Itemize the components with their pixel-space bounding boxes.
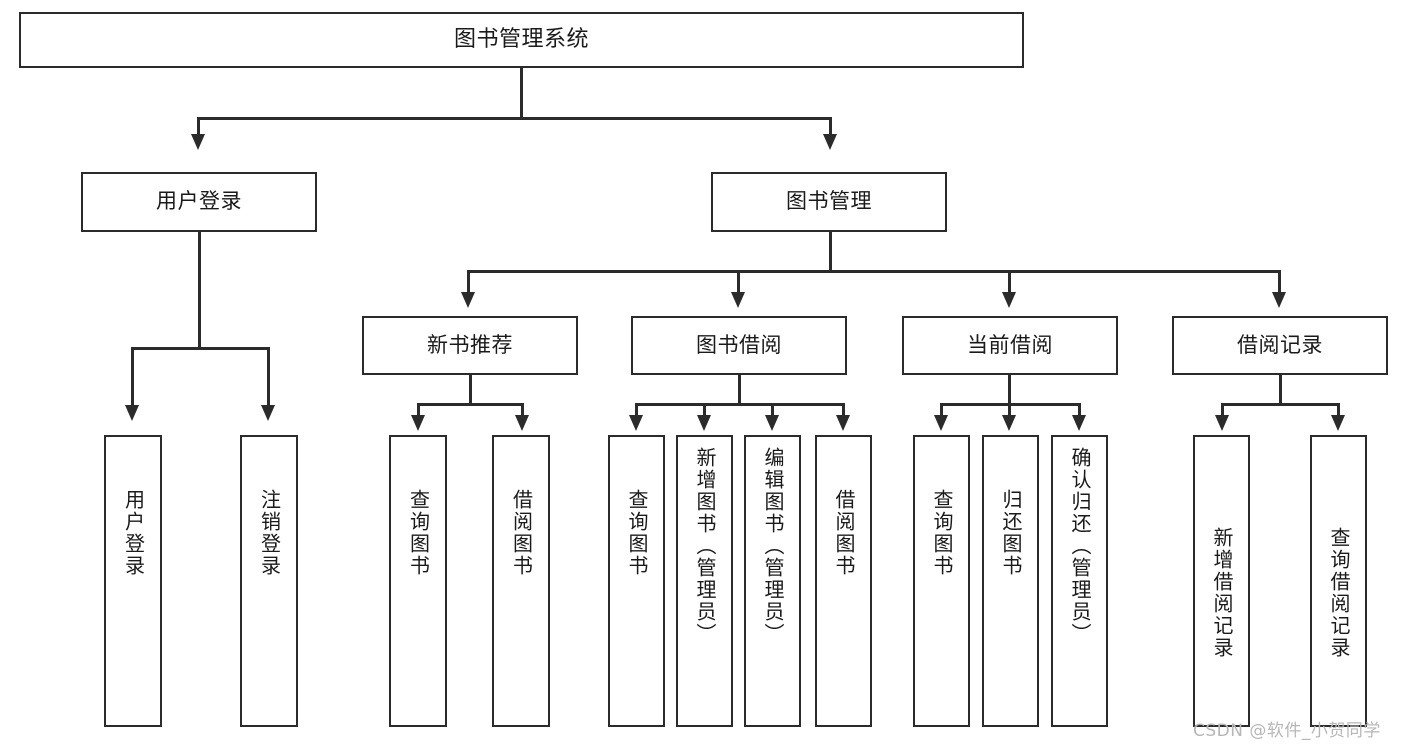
connector-bookmgmt-to-current — [1008, 270, 1011, 296]
connector-borrowrecord-to-leaf1 — [1221, 403, 1224, 419]
node-label: 查询图书 — [930, 489, 954, 577]
connector-root-to-bookmgmt — [829, 117, 832, 139]
node-label: 编辑图书（管理员） — [761, 447, 785, 645]
connector-bookmgmt-to-borrow — [737, 270, 740, 296]
connector-bookmgmt-to-record — [1278, 270, 1281, 296]
arrowhead-bookmgmt-borrow — [731, 292, 745, 308]
leaf-newbook-query-book[interactable]: 查询图书 — [389, 435, 447, 727]
node-label: 归还图书 — [999, 489, 1023, 577]
watermark-text: CSDN @软件_小贺同学 — [1193, 721, 1381, 741]
arrowhead-bookborrow-leaf1 — [629, 415, 643, 431]
node-label: 借阅图书 — [832, 489, 856, 577]
connector-currentborrow-to-leaf3 — [1078, 403, 1081, 419]
node-label: 新书推荐 — [427, 332, 513, 357]
node-label: 新增借阅记录 — [1210, 527, 1234, 659]
node-label: 新增图书（管理员） — [693, 447, 717, 645]
leaf-bookborrow-add-book-admin[interactable]: 新增图书（管理员） — [676, 435, 733, 727]
leaf-user-login-logout[interactable]: 注销登录 — [240, 435, 298, 727]
arrowhead-borrowrecord-leaf2 — [1331, 415, 1345, 431]
connector-bookmgmt-bus — [468, 270, 1280, 273]
connector-newbook-bus — [418, 403, 523, 406]
arrowhead-currentborrow-leaf2 — [1002, 415, 1016, 431]
leaf-bookborrow-edit-book-admin[interactable]: 编辑图书（管理员） — [744, 435, 801, 727]
arrowhead-currentborrow-leaf1 — [934, 415, 948, 431]
leaf-currentborrow-confirm-return-admin[interactable]: 确认归还（管理员） — [1051, 435, 1108, 727]
arrowhead-bookborrow-leaf3 — [765, 415, 779, 431]
node-label: 查询图书 — [625, 489, 649, 577]
leaf-borrowrecord-query-record[interactable]: 查询借阅记录 — [1310, 435, 1367, 727]
node-label: 查询借阅记录 — [1327, 527, 1351, 659]
connector-root-stem — [520, 68, 523, 118]
connector-currentborrow-to-leaf2 — [1008, 403, 1011, 419]
connector-root-bus — [198, 117, 832, 120]
connector-bookborrow-to-leaf3 — [771, 403, 774, 419]
arrowhead-borrowrecord-leaf1 — [1215, 415, 1229, 431]
arrowhead-newbook-leaf1 — [411, 415, 425, 431]
connector-newbook-to-leaf2 — [521, 403, 524, 419]
node-label: 当前借阅 — [967, 332, 1053, 357]
arrowhead-bookborrow-leaf2 — [697, 415, 711, 431]
node-label: 用户登录 — [121, 489, 146, 577]
node-label: 确认归还（管理员） — [1068, 447, 1092, 645]
leaf-bookborrow-borrow-book[interactable]: 借阅图书 — [815, 435, 872, 727]
node-label: 注销登录 — [257, 489, 282, 577]
connector-borrowrecord-stem — [1279, 375, 1282, 405]
node-new-book-recommend[interactable]: 新书推荐 — [362, 316, 578, 375]
connector-userlogin-to-leaf1 — [131, 347, 134, 409]
node-book-management[interactable]: 图书管理 — [711, 172, 947, 232]
node-label: 查询图书 — [406, 489, 431, 577]
arrowhead-bookmgmt-newbook — [461, 292, 475, 308]
node-label: 借阅图书 — [509, 489, 534, 577]
node-borrow-record[interactable]: 借阅记录 — [1172, 316, 1388, 375]
node-current-borrow[interactable]: 当前借阅 — [902, 316, 1118, 375]
arrowhead-bookmgmt-current — [1002, 292, 1016, 308]
connector-bookborrow-to-leaf1 — [635, 403, 638, 419]
node-label: 图书管理系统 — [453, 26, 589, 52]
node-user-login[interactable]: 用户登录 — [81, 172, 317, 232]
connector-userlogin-bus — [132, 347, 269, 350]
connector-bookborrow-to-leaf2 — [703, 403, 706, 419]
leaf-user-login-login[interactable]: 用户登录 — [104, 435, 162, 727]
node-label: 借阅记录 — [1237, 332, 1323, 357]
arrowhead-userlogin-leaf1 — [125, 405, 139, 421]
connector-newbook-stem — [469, 375, 472, 405]
connector-borrowrecord-bus — [1222, 403, 1339, 406]
connector-bookborrow-stem — [738, 375, 741, 405]
arrowhead-root-to-userlogin — [191, 134, 205, 150]
arrowhead-currentborrow-leaf3 — [1072, 415, 1086, 431]
arrowhead-bookborrow-leaf4 — [836, 415, 850, 431]
node-label: 图书管理 — [786, 189, 872, 214]
node-root-system[interactable]: 图书管理系统 — [19, 12, 1024, 68]
arrowhead-root-to-bookmgmt — [823, 134, 837, 150]
connector-bookmgmt-stem — [829, 232, 832, 272]
leaf-borrowrecord-add-record[interactable]: 新增借阅记录 — [1193, 435, 1250, 727]
node-book-borrow[interactable]: 图书借阅 — [631, 316, 847, 375]
arrowhead-userlogin-leaf2 — [261, 405, 275, 421]
connector-userlogin-to-leaf2 — [267, 347, 270, 409]
leaf-newbook-borrow-book[interactable]: 借阅图书 — [492, 435, 550, 727]
arrowhead-bookmgmt-record — [1272, 292, 1286, 308]
connector-bookmgmt-to-newbook — [467, 270, 470, 296]
connector-userlogin-stem — [198, 232, 201, 349]
connector-bookborrow-bus — [636, 403, 845, 406]
connector-newbook-to-leaf1 — [417, 403, 420, 419]
arrowhead-newbook-leaf2 — [515, 415, 529, 431]
leaf-currentborrow-return-book[interactable]: 归还图书 — [982, 435, 1039, 727]
connector-currentborrow-to-leaf1 — [940, 403, 943, 419]
node-label: 图书借阅 — [696, 332, 782, 357]
connector-bookborrow-to-leaf4 — [842, 403, 845, 419]
leaf-currentborrow-query-book[interactable]: 查询图书 — [913, 435, 970, 727]
connector-currentborrow-stem — [1008, 375, 1011, 405]
connector-borrowrecord-to-leaf2 — [1337, 403, 1340, 419]
node-label: 用户登录 — [156, 189, 242, 214]
connector-root-to-userlogin — [197, 117, 200, 139]
leaf-bookborrow-query-book[interactable]: 查询图书 — [608, 435, 665, 727]
